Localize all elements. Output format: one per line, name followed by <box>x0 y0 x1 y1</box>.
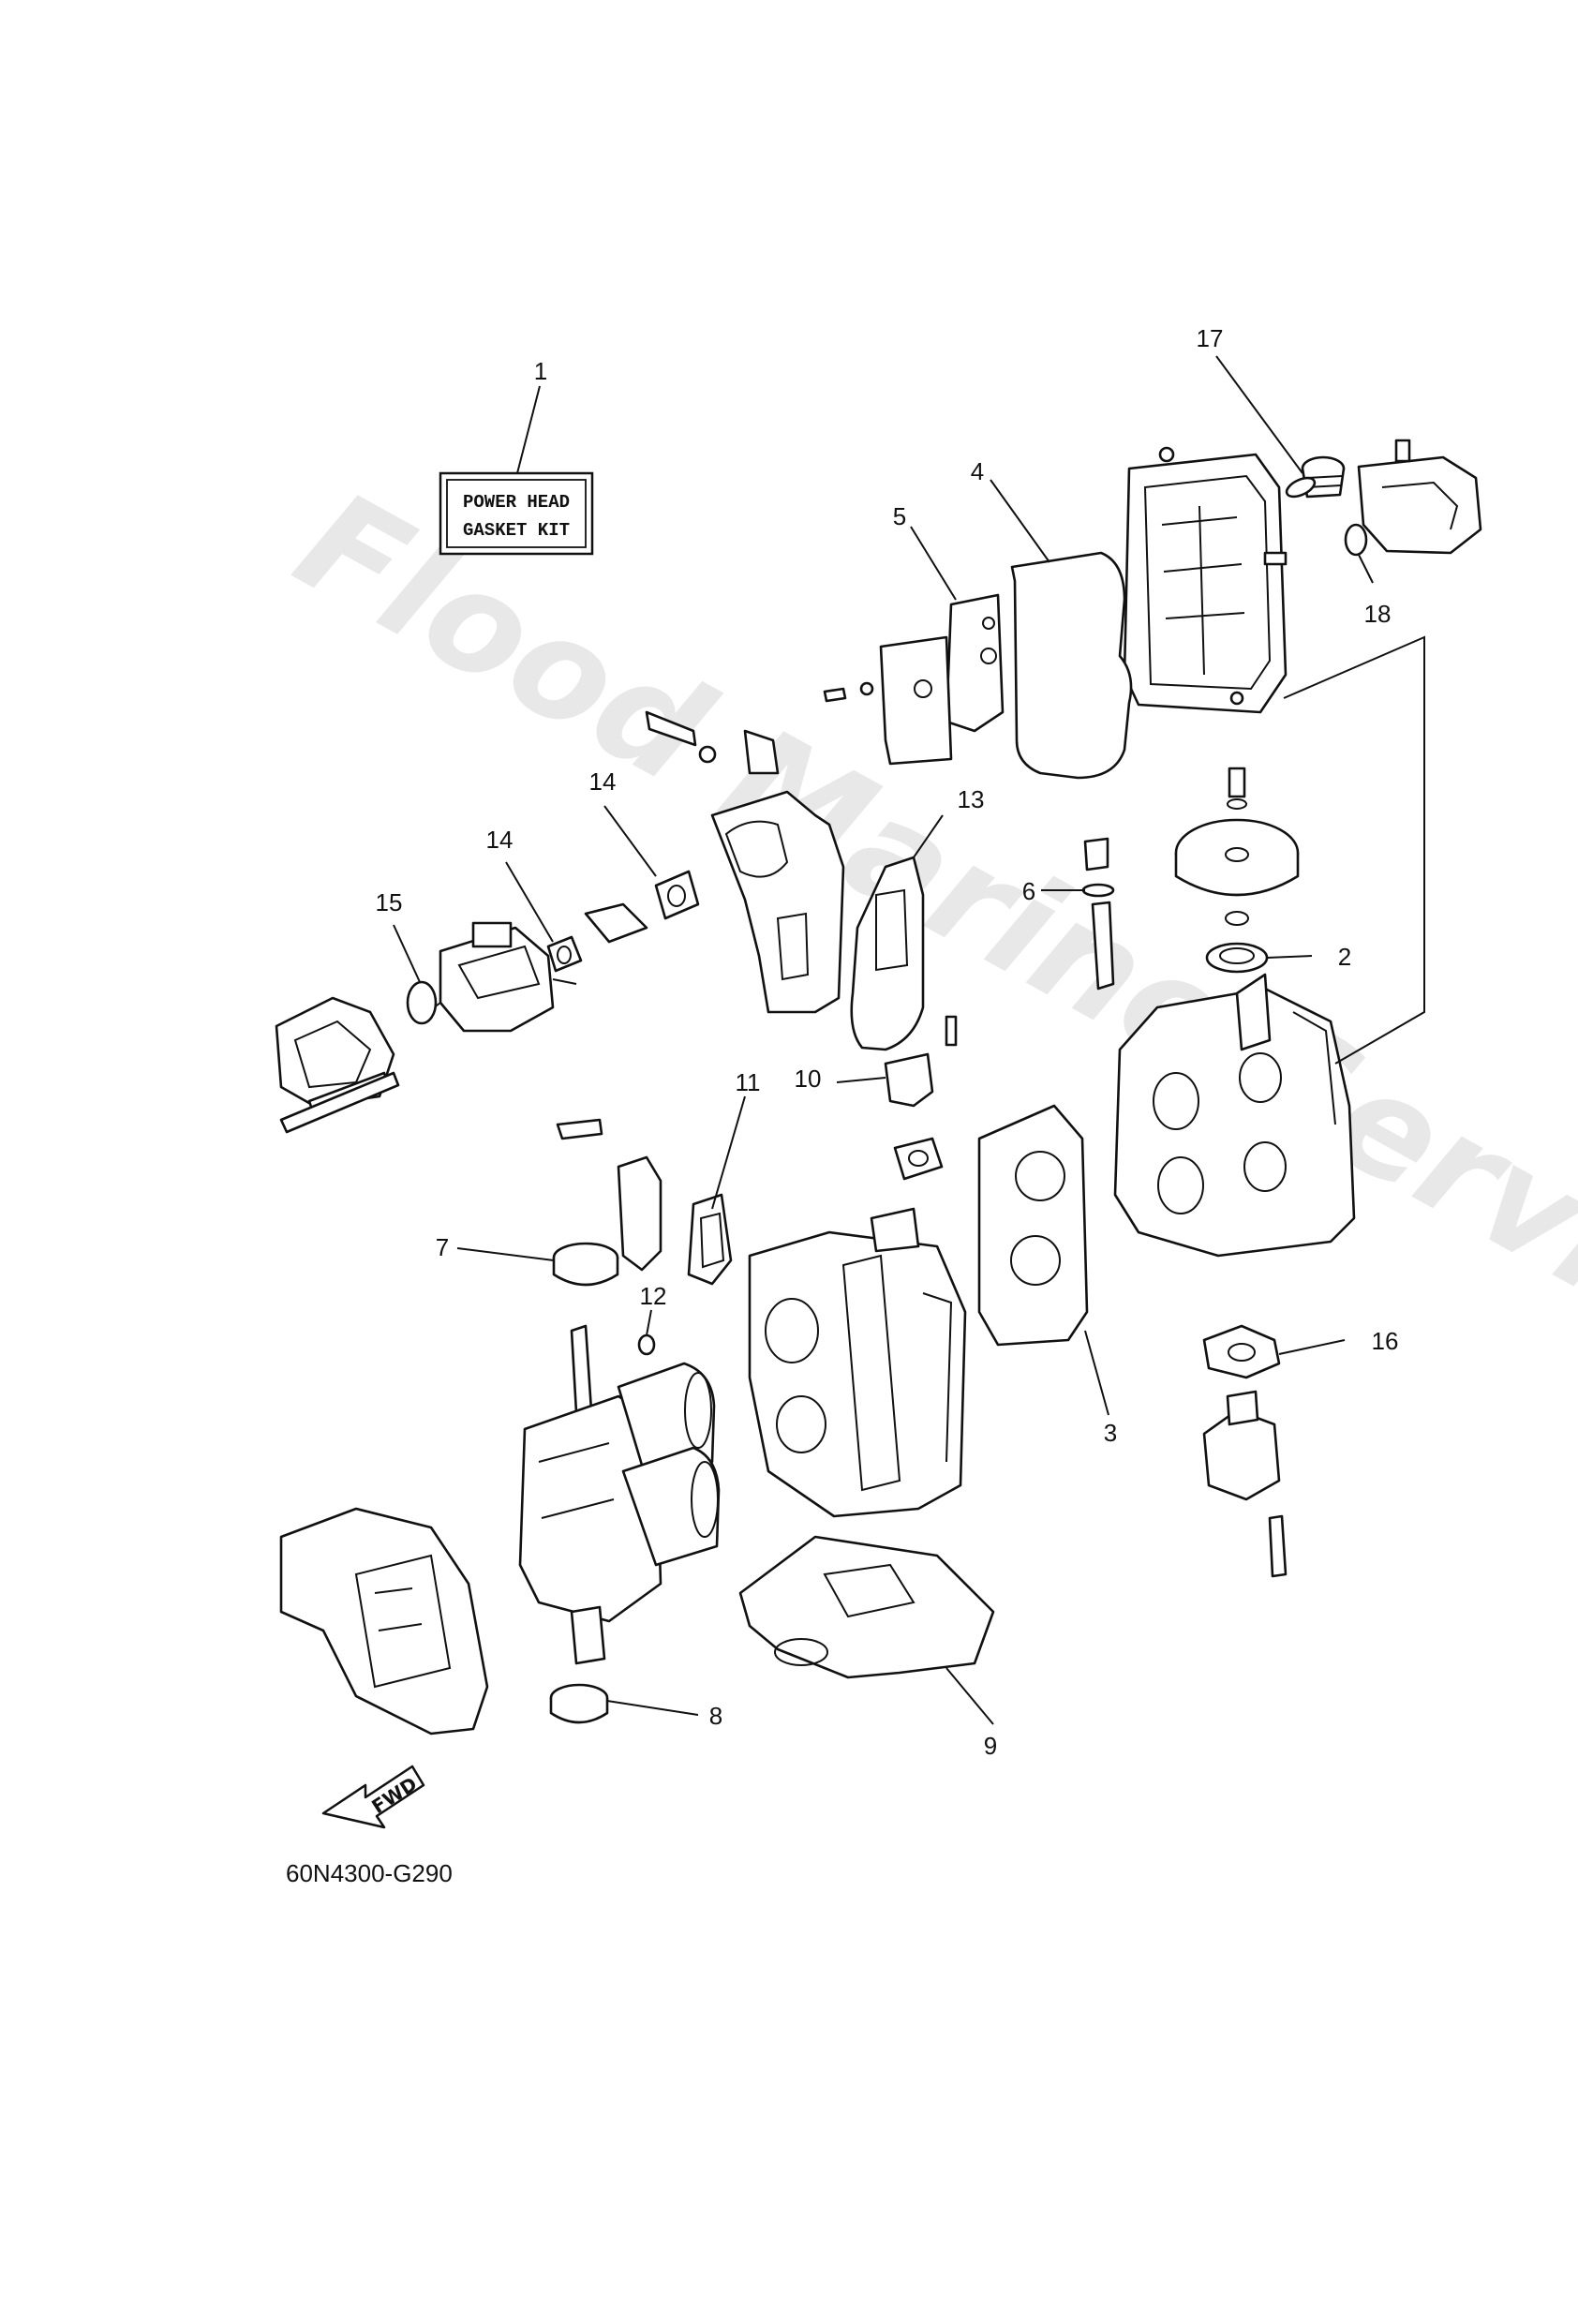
callout-16: 16 <box>1372 1327 1399 1355</box>
carburetor-joint-14 <box>546 870 700 973</box>
callout-7: 7 <box>436 1233 449 1261</box>
callout-9: 9 <box>984 1732 997 1760</box>
cylinder-head <box>1113 973 1356 1258</box>
head-cover-gasket-4 <box>1010 551 1133 780</box>
callout-18: 18 <box>1364 600 1392 628</box>
crankcase <box>279 1507 489 1736</box>
callout-5: 5 <box>893 502 906 530</box>
cylinder-head-gasket-3 <box>977 1104 1089 1347</box>
callout-17: 17 <box>1197 324 1224 352</box>
diagram-code: 60N4300-G290 <box>286 1859 453 1887</box>
kit-label-line2: GASKET KIT <box>463 520 570 541</box>
callout-10: 10 <box>795 1065 822 1093</box>
callout-6: 6 <box>1022 877 1035 905</box>
oil-seal-7 <box>552 1242 619 1287</box>
cylinder-head-cover <box>1123 446 1288 714</box>
o-ring-18 <box>1344 523 1368 557</box>
pin-12 <box>637 1333 656 1356</box>
leader-lines <box>393 355 1425 1725</box>
relief-valve-6 <box>1081 837 1115 991</box>
callout-13: 13 <box>958 785 985 813</box>
callout-2: 2 <box>1338 943 1351 971</box>
gasket-kit-label: POWER HEAD GASKET KIT <box>439 471 594 556</box>
o-ring-17 <box>1285 476 1317 499</box>
cylinder-block <box>748 1207 967 1518</box>
oil-seal-8 <box>549 1683 609 1724</box>
callout-numbers: 1 2 3 4 5 6 7 8 9 10 11 12 13 14 14 15 1… <box>376 324 1399 1760</box>
carburetor <box>421 921 577 1033</box>
callout-8: 8 <box>709 1702 722 1730</box>
exhaust-plate-5 <box>823 593 1005 766</box>
oil-strainer-housing <box>1202 1390 1288 1578</box>
exhaust-cover-11 <box>556 1118 733 1286</box>
callout-1: 1 <box>534 357 547 385</box>
water-pump-gasket-16 <box>1202 1324 1281 1379</box>
oil-seal-2 <box>1205 942 1269 974</box>
o-ring-15 <box>406 980 438 1025</box>
callout-4: 4 <box>971 457 984 485</box>
silencer-bolt <box>279 1071 400 1134</box>
crankshaft-pistons <box>518 1324 721 1665</box>
flywheel <box>1174 767 1300 926</box>
callout-15: 15 <box>376 888 403 916</box>
crankcase-gasket-9 <box>738 1535 995 1679</box>
callout-12: 12 <box>640 1282 667 1310</box>
thermostat-cover <box>1357 439 1482 555</box>
callout-11: 11 <box>736 1068 761 1096</box>
callout-14b: 14 <box>486 826 514 854</box>
callout-3: 3 <box>1104 1419 1117 1447</box>
fwd-arrow-icon: FWD <box>321 1765 425 1829</box>
fuel-pump-10 <box>884 1015 958 1181</box>
intake-manifold <box>645 710 845 1014</box>
callout-14a: 14 <box>589 767 617 796</box>
kit-label-line1: POWER HEAD <box>463 492 570 513</box>
